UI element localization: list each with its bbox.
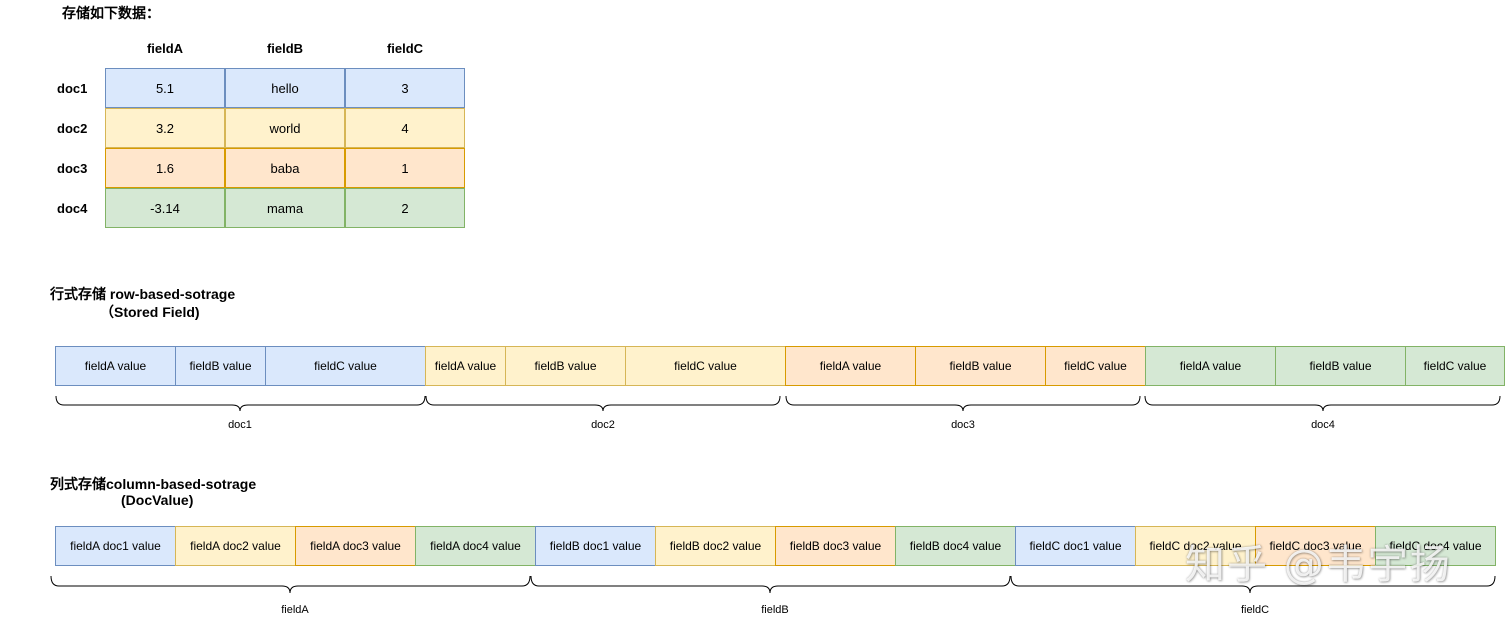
table-cell-doc4-fieldA: -3.14 [105, 188, 225, 228]
col-seg-fieldA-doc1: fieldA doc1 value [55, 526, 176, 566]
row-group-label-doc4: doc4 [1311, 419, 1335, 431]
row-seg-doc3-fieldC: fieldC value [1045, 346, 1146, 386]
row-seg-doc2-fieldB: fieldB value [505, 346, 626, 386]
row-label-doc2: doc2 [57, 121, 88, 136]
row-seg-doc1-fieldB: fieldB value [175, 346, 266, 386]
brace-doc4 [1144, 395, 1501, 412]
table-cell-doc2-fieldC: 4 [345, 108, 465, 148]
row-seg-doc1-fieldC: fieldC value [265, 346, 426, 386]
row-storage-title: 行式存储 row-based-sotrage [50, 286, 236, 302]
brace-doc2 [425, 395, 781, 412]
col-group-label-fieldC: fieldC [1240, 604, 1270, 616]
table-cell-doc2-fieldA: 3.2 [105, 108, 225, 148]
col-seg-fieldC-doc3: fieldC doc3 value [1255, 526, 1376, 566]
row-seg-doc2-fieldC: fieldC value [625, 346, 786, 386]
row-label-doc4: doc4 [57, 201, 88, 216]
table-cell-doc2-fieldB: world [225, 108, 345, 148]
table-cell-doc1-fieldA: 5.1 [105, 68, 225, 108]
col-seg-fieldC-doc4: fieldC doc4 value [1375, 526, 1496, 566]
data-table-title: 存储如下数据： [62, 5, 160, 21]
column-storage-subtitle: (DocValue) [121, 492, 194, 508]
table-cell-doc4-fieldC: 2 [345, 188, 465, 228]
brace-fieldB [530, 575, 1011, 594]
table-cell-doc4-fieldB: mama [225, 188, 345, 228]
col-seg-fieldB-doc1: fieldB doc1 value [535, 526, 656, 566]
watermark: 知乎 @韦宇扬 [1185, 542, 1452, 588]
table-header-fieldA: fieldA [146, 41, 184, 56]
col-seg-fieldB-doc2: fieldB doc2 value [655, 526, 776, 566]
table-cell-doc3-fieldB: baba [225, 148, 345, 188]
table-header-fieldC: fieldC [386, 41, 424, 56]
table-cell-doc3-fieldA: 1.6 [105, 148, 225, 188]
row-seg-doc3-fieldB: fieldB value [915, 346, 1046, 386]
row-group-label-doc2: doc2 [591, 419, 615, 431]
col-seg-fieldA-doc4: fieldA doc4 value [415, 526, 536, 566]
row-seg-doc4-fieldC: fieldC value [1405, 346, 1505, 386]
col-seg-fieldA-doc3: fieldA doc3 value [295, 526, 416, 566]
row-group-label-doc3: doc3 [951, 419, 975, 431]
row-seg-doc3-fieldA: fieldA value [785, 346, 916, 386]
brace-doc3 [785, 395, 1141, 412]
row-label-doc1: doc1 [57, 81, 88, 96]
row-seg-doc2-fieldA: fieldA value [425, 346, 506, 386]
brace-fieldC [1010, 575, 1496, 594]
brace-fieldA [50, 575, 531, 594]
table-cell-doc1-fieldB: hello [225, 68, 345, 108]
col-group-label-fieldB: fieldB [761, 604, 789, 616]
table-cell-doc1-fieldC: 3 [345, 68, 465, 108]
col-group-label-fieldA: fieldA [281, 604, 309, 616]
row-label-doc3: doc3 [57, 161, 88, 176]
row-group-label-doc1: doc1 [228, 419, 252, 431]
brace-doc1 [55, 395, 426, 412]
row-seg-doc1-fieldA: fieldA value [55, 346, 176, 386]
table-cell-doc3-fieldC: 1 [345, 148, 465, 188]
table-header-fieldB: fieldB [266, 41, 304, 56]
row-storage-subtitle: （Stored Field) [100, 304, 200, 320]
col-seg-fieldB-doc4: fieldB doc4 value [895, 526, 1016, 566]
col-seg-fieldC-doc2: fieldC doc2 value [1135, 526, 1256, 566]
row-seg-doc4-fieldB: fieldB value [1275, 346, 1406, 386]
col-seg-fieldA-doc2: fieldA doc2 value [175, 526, 296, 566]
column-storage-title: 列式存储column-based-sotrage [50, 476, 257, 492]
